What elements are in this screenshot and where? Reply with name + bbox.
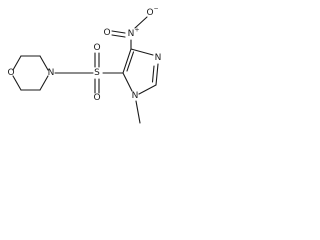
bond-nitro-n-o-top <box>134 16 148 29</box>
chemical-structure: O N S O O N + O − O N N <box>7 6 161 124</box>
bond-c2-n1 <box>138 84 157 95</box>
bond-c2-n <box>39 55 49 71</box>
atom-nitro-o-left: O <box>103 28 110 38</box>
bond-nitro-n-o-left-b <box>111 34 126 38</box>
atom-morpholine-n: N <box>48 68 55 78</box>
imidazole-ring <box>122 48 159 95</box>
sulfonyl-oxygen-bonds <box>94 52 100 94</box>
bond-c5-c4 <box>122 48 132 74</box>
atom-sulfonyl-s: S <box>94 68 100 78</box>
charge-nitro-o-top: − <box>153 6 158 13</box>
atom-sulfonyl-o-bottom: O <box>93 93 100 103</box>
bond-n-c3 <box>39 75 49 91</box>
bond-c5-c4-inner <box>126 51 135 72</box>
bond-n1-c5 <box>122 72 133 92</box>
morpholine-ring <box>12 55 49 91</box>
atom-nitro-n: N <box>128 29 135 39</box>
atom-morpholine-o: O <box>7 68 14 78</box>
atom-labels: O N S O O N + O − O N N <box>7 6 161 104</box>
atom-sulfonyl-o-top: O <box>93 43 100 53</box>
atom-imidazole-n3: N <box>155 53 162 63</box>
charge-nitro-n: + <box>134 27 139 34</box>
atom-nitro-o-top: O <box>146 8 153 18</box>
bond-n3-c2-inner <box>151 65 155 83</box>
bond-o-c1 <box>12 55 22 71</box>
bond-n3-c2 <box>155 63 159 86</box>
bond-c4-n3 <box>130 48 154 56</box>
bond-c4-o <box>12 75 22 91</box>
bond-nitro-n-o-left-a <box>111 30 126 34</box>
nitro-group <box>111 16 148 50</box>
methyl-bond <box>135 100 141 124</box>
atom-imidazole-n1: N <box>132 91 139 101</box>
